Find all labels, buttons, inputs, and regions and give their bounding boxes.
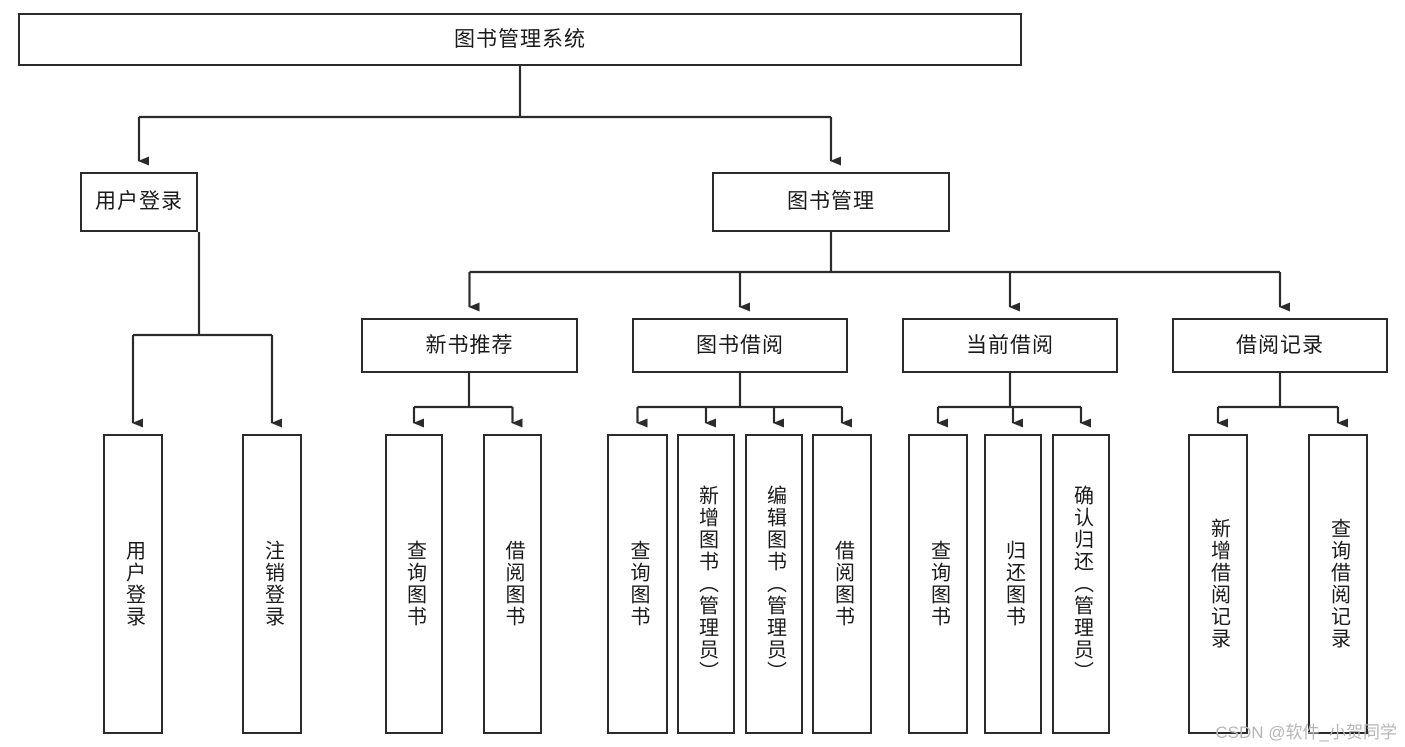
node-label: 用户登录 (122, 540, 145, 628)
node-newbook[interactable]: 新书推荐 (361, 318, 578, 373)
node-l_logout[interactable]: 注销登录 (242, 434, 302, 734)
node-r_query[interactable]: 查询借阅记录 (1308, 434, 1368, 734)
node-b_add[interactable]: 新增图书（管理员） (677, 434, 735, 734)
node-label: 确认归还（管理员） (1070, 485, 1093, 683)
node-label: 查询图书 (403, 540, 426, 628)
node-root[interactable]: 图书管理系统 (18, 13, 1022, 66)
node-c_return[interactable]: 归还图书 (984, 434, 1042, 734)
node-b_borrow[interactable]: 借阅图书 (812, 434, 872, 734)
node-b_query[interactable]: 查询图书 (607, 434, 668, 734)
node-label: 用户登录 (95, 190, 183, 214)
node-r_add[interactable]: 新增借阅记录 (1188, 434, 1248, 734)
node-n_borrow[interactable]: 借阅图书 (483, 434, 542, 734)
node-bookmgmt[interactable]: 图书管理 (712, 172, 950, 232)
node-label: 查询图书 (627, 540, 649, 628)
node-label: 借阅图书 (502, 540, 524, 628)
node-label: 归还图书 (1002, 540, 1025, 628)
node-l_login[interactable]: 用户登录 (103, 434, 163, 734)
node-current[interactable]: 当前借阅 (902, 318, 1118, 373)
node-label: 借阅记录 (1236, 333, 1324, 357)
node-label: 查询图书 (927, 540, 950, 628)
node-label: 图书管理系统 (454, 27, 586, 51)
node-label: 新增借阅记录 (1207, 518, 1230, 650)
node-label: 当前借阅 (966, 333, 1054, 357)
node-c_confirm[interactable]: 确认归还（管理员） (1052, 434, 1110, 734)
node-records[interactable]: 借阅记录 (1172, 318, 1388, 373)
node-label: 图书借阅 (696, 333, 784, 357)
node-b_edit[interactable]: 编辑图书（管理员） (745, 434, 803, 734)
node-label: 注销登录 (261, 540, 284, 628)
node-login[interactable]: 用户登录 (80, 172, 198, 232)
node-borrow[interactable]: 图书借阅 (632, 318, 848, 373)
node-n_query[interactable]: 查询图书 (385, 434, 443, 734)
node-label: 新书推荐 (425, 333, 514, 357)
node-label: 查询借阅记录 (1327, 518, 1350, 650)
node-label: 新增图书（管理员） (695, 485, 718, 683)
node-label: 编辑图书（管理员） (763, 485, 786, 683)
node-label: 图书管理 (787, 190, 875, 214)
node-c_query[interactable]: 查询图书 (908, 434, 968, 734)
csdn-watermark: CSDN @软件_小贺同学 (1215, 723, 1397, 742)
node-label: 借阅图书 (831, 540, 854, 628)
